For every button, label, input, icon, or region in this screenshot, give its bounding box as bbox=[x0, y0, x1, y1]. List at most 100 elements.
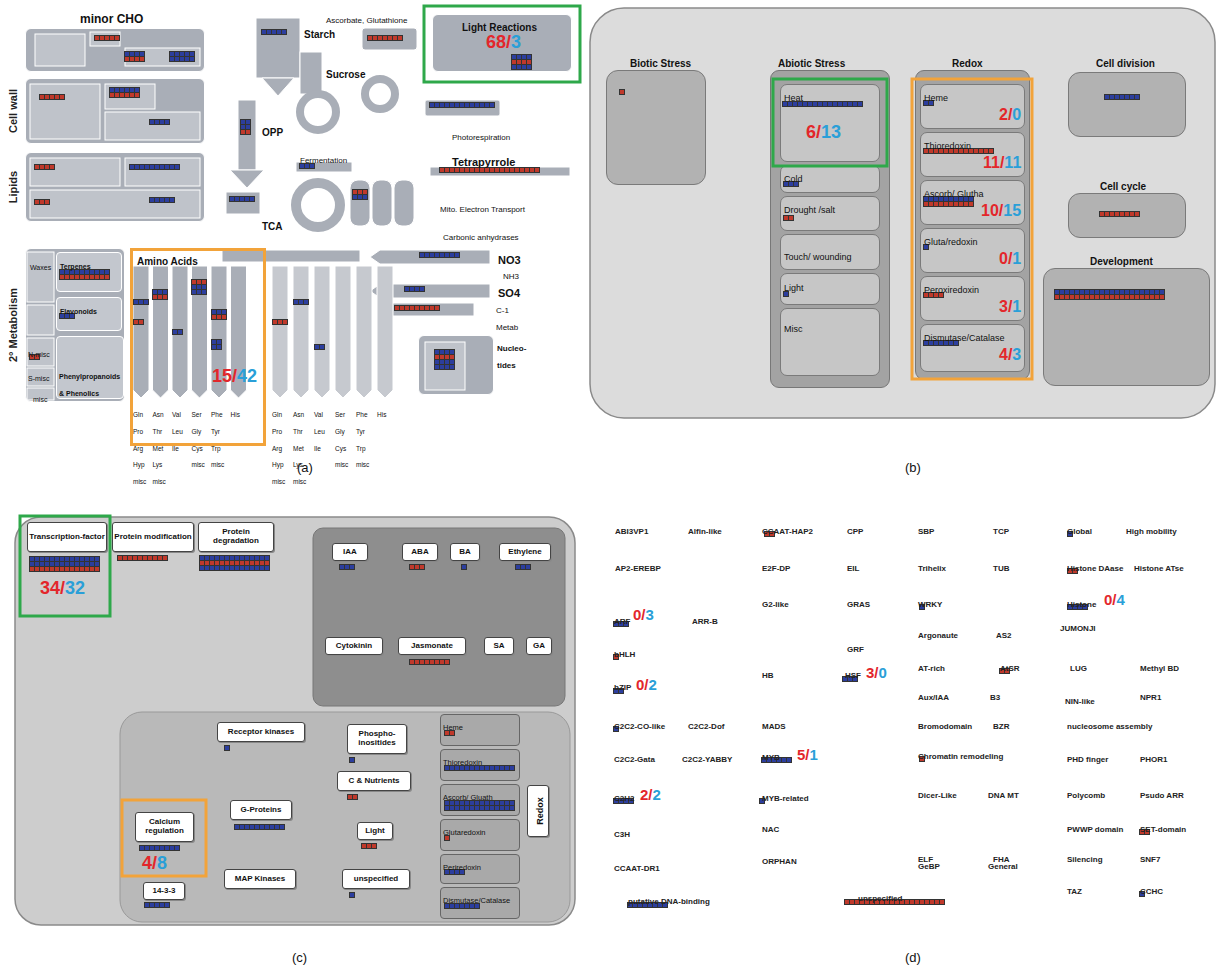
data-square bbox=[110, 93, 114, 97]
data-square bbox=[272, 30, 276, 34]
map-shape bbox=[377, 266, 393, 398]
data-square bbox=[470, 766, 474, 770]
data-square bbox=[70, 562, 74, 566]
text-holder: CCAAT-HAP2 bbox=[762, 520, 813, 538]
data-square bbox=[924, 245, 928, 249]
data-square bbox=[139, 300, 143, 304]
label: ARR-B bbox=[692, 617, 718, 626]
text-holder: C2C2-YABBY bbox=[682, 748, 732, 766]
text-holder: 4/3 bbox=[999, 346, 1021, 364]
data-square bbox=[250, 556, 254, 560]
data-square bbox=[1115, 295, 1119, 299]
data-square bbox=[135, 57, 139, 61]
node-text: 0/ bbox=[999, 250, 1012, 267]
data-square bbox=[175, 846, 179, 850]
data-square bbox=[30, 567, 34, 571]
text-holder: AtSR bbox=[1000, 657, 1020, 675]
data-square bbox=[75, 567, 79, 571]
node-text: Drought /salt bbox=[784, 205, 835, 215]
data-strip bbox=[444, 800, 515, 811]
label: N-misc bbox=[28, 351, 50, 358]
data-square bbox=[123, 556, 127, 560]
text-holder: Gln Pro Arg Hyp misc bbox=[133, 404, 151, 488]
data-strip bbox=[619, 89, 625, 95]
label: WRKY bbox=[918, 600, 942, 609]
node-text: 42 bbox=[237, 366, 257, 386]
text-holder: Val Leu Ile bbox=[172, 404, 190, 454]
node-text: Light bbox=[365, 827, 385, 836]
data-square bbox=[435, 355, 439, 359]
highlight-frame bbox=[773, 79, 887, 166]
data-square bbox=[222, 310, 226, 314]
label: His bbox=[231, 411, 240, 418]
data-square bbox=[353, 190, 357, 194]
data-square bbox=[80, 270, 84, 274]
text-holder: Cell cycle bbox=[1100, 176, 1146, 194]
data-square bbox=[155, 198, 159, 202]
data-square bbox=[358, 190, 362, 194]
data-square bbox=[526, 565, 530, 569]
label: (a) bbox=[297, 460, 313, 475]
data-strip bbox=[923, 196, 974, 207]
data-square bbox=[455, 766, 459, 770]
data-square bbox=[949, 149, 953, 153]
data-square bbox=[944, 341, 948, 345]
node-text: Receptor kinases bbox=[228, 728, 294, 737]
data-square bbox=[378, 36, 382, 40]
data-square bbox=[240, 556, 244, 560]
text-holder: Asn Thr Met Lys misc bbox=[153, 404, 171, 488]
bin-label-box: Phospho-inositides bbox=[347, 724, 407, 754]
category-box: Cell division bbox=[1068, 72, 1186, 137]
map-shape bbox=[300, 52, 322, 94]
text-holder: Polycomb bbox=[1067, 784, 1105, 802]
text-holder: MAP Kinases bbox=[225, 870, 295, 888]
data-square bbox=[939, 202, 943, 206]
data-square bbox=[95, 567, 99, 571]
data-square bbox=[145, 165, 149, 169]
data-square bbox=[138, 556, 142, 560]
text-holder: 0/4 bbox=[1104, 591, 1125, 609]
data-strip bbox=[444, 869, 465, 875]
data-square bbox=[959, 197, 963, 201]
data-square bbox=[793, 102, 797, 106]
data-square bbox=[470, 801, 474, 805]
data-square bbox=[460, 103, 464, 107]
data-square bbox=[95, 275, 99, 279]
data-square bbox=[125, 93, 129, 97]
data-square bbox=[435, 365, 439, 369]
data-square bbox=[1110, 95, 1114, 99]
data-square bbox=[1085, 290, 1089, 294]
data-square bbox=[510, 766, 514, 770]
label: Histone DAase bbox=[1067, 564, 1123, 573]
data-square bbox=[153, 556, 157, 560]
data-square bbox=[85, 567, 89, 571]
data-square bbox=[95, 270, 99, 274]
data-square bbox=[105, 36, 109, 40]
text-holder: Fermentation bbox=[300, 149, 347, 167]
data-square bbox=[125, 52, 129, 56]
data-strip bbox=[59, 313, 75, 319]
bin-label-box: BA bbox=[450, 543, 480, 561]
data-square bbox=[1085, 295, 1089, 299]
bin-label-box: Calcium regulation4/8 bbox=[135, 812, 194, 842]
bin-label-box: C & Nutrients bbox=[337, 771, 411, 791]
data-square bbox=[1140, 290, 1144, 294]
data-square bbox=[220, 566, 224, 570]
label: High mobility bbox=[1126, 527, 1177, 536]
data-square bbox=[455, 253, 459, 257]
label: PHOR1 bbox=[1140, 755, 1168, 764]
data-square bbox=[929, 149, 933, 153]
data-square bbox=[110, 36, 114, 40]
highlight-frame bbox=[20, 516, 110, 616]
data-strip bbox=[149, 119, 170, 125]
label: CCAAT-HAP2 bbox=[762, 527, 813, 536]
data-square bbox=[784, 182, 788, 186]
data-square bbox=[250, 561, 254, 565]
text-holder: CCHC bbox=[1140, 880, 1163, 898]
data-square bbox=[140, 57, 144, 61]
data-square bbox=[462, 565, 466, 569]
text-holder: (d) bbox=[905, 948, 921, 966]
label: C2H2 bbox=[614, 794, 634, 803]
data-square bbox=[910, 900, 914, 904]
data-square bbox=[115, 93, 119, 97]
